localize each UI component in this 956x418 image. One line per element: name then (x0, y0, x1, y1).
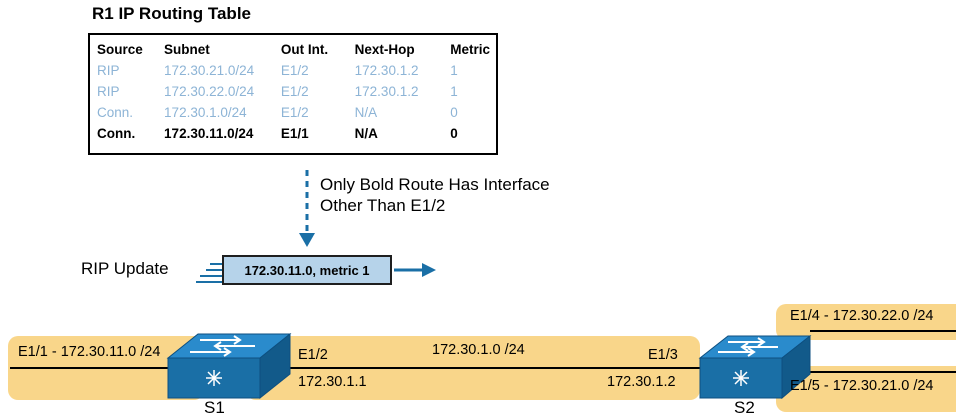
right-top-subnet-label: E1/4 - 172.30.22.0 /24 (790, 308, 934, 324)
s2-interface-label: E1/3 (648, 347, 678, 363)
header-metric: Metric (450, 42, 490, 57)
switch-s2-icon[interactable] (698, 334, 812, 400)
routing-table-title: R1 IP Routing Table (92, 4, 251, 23)
cell-source: RIP (97, 63, 120, 78)
middle-subnet-label: 172.30.1.0 /24 (432, 342, 525, 358)
cell-out-int: E1/2 (280, 63, 309, 78)
table-row-highlighted: Conn. 172.30.11.0/24 E1/1 N/A 0 (97, 123, 496, 144)
header-source: Source (97, 42, 143, 57)
table-row: RIP 172.30.22.0/24 E1/2 172.30.1.2 1 (97, 81, 496, 102)
s1-ip-label: 172.30.1.1 (298, 374, 367, 390)
cell-source: RIP (97, 84, 120, 99)
annotation-line-2: Other Than E1/2 (320, 196, 446, 215)
switch-s1-label: S1 (204, 398, 225, 417)
switch-s1-icon[interactable] (166, 332, 292, 400)
left-subnet-label: E1/1 - 172.30.11.0 /24 (18, 344, 161, 360)
routing-table: Source Subnet Out Int. Next-Hop Metric R… (88, 33, 498, 155)
cell-next-hop: N/A (354, 105, 378, 120)
s1-interface-label: E1/2 (298, 347, 328, 363)
cell-metric: 0 (450, 126, 458, 141)
cell-metric: 1 (450, 84, 458, 99)
cell-subnet: 172.30.22.0/24 (164, 84, 255, 99)
cell-out-int: E1/1 (280, 126, 309, 141)
lan-right-bottom (776, 366, 956, 412)
header-next-hop: Next-Hop (354, 42, 415, 57)
switch-s2-label: S2 (734, 398, 755, 417)
dashed-arrow (299, 170, 315, 247)
update-sender-lines (196, 263, 222, 283)
rip-update-message: 172.30.11.0, metric 1 (222, 255, 392, 285)
cell-metric: 0 (450, 105, 458, 120)
cell-next-hop: 172.30.1.2 (354, 63, 419, 78)
s2-ip-label: 172.30.1.2 (607, 374, 676, 390)
cell-out-int: E1/2 (280, 105, 309, 120)
cell-subnet: 172.30.21.0/24 (164, 63, 255, 78)
header-subnet: Subnet (164, 42, 210, 57)
annotation-line-1: Only Bold Route Has Interface (320, 175, 550, 194)
cell-source: Conn. (97, 126, 136, 141)
cell-next-hop: N/A (354, 126, 378, 141)
cell-subnet: 172.30.1.0/24 (164, 105, 247, 120)
right-bottom-subnet-label: E1/5 - 172.30.21.0 /24 (790, 378, 934, 394)
table-row: RIP 172.30.21.0/24 E1/2 172.30.1.2 1 (97, 60, 496, 81)
cell-metric: 1 (450, 63, 458, 78)
rip-update-label: RIP Update (81, 259, 169, 278)
cell-out-int: E1/2 (280, 84, 309, 99)
update-arrow (394, 263, 436, 277)
cell-source: Conn. (97, 105, 134, 120)
header-out-int: Out Int. (280, 42, 329, 57)
table-row: Conn. 172.30.1.0/24 E1/2 N/A 0 (97, 102, 496, 123)
cell-next-hop: 172.30.1.2 (354, 84, 419, 99)
cell-subnet: 172.30.11.0/24 (164, 126, 254, 141)
table-header-row: Source Subnet Out Int. Next-Hop Metric (97, 39, 496, 60)
